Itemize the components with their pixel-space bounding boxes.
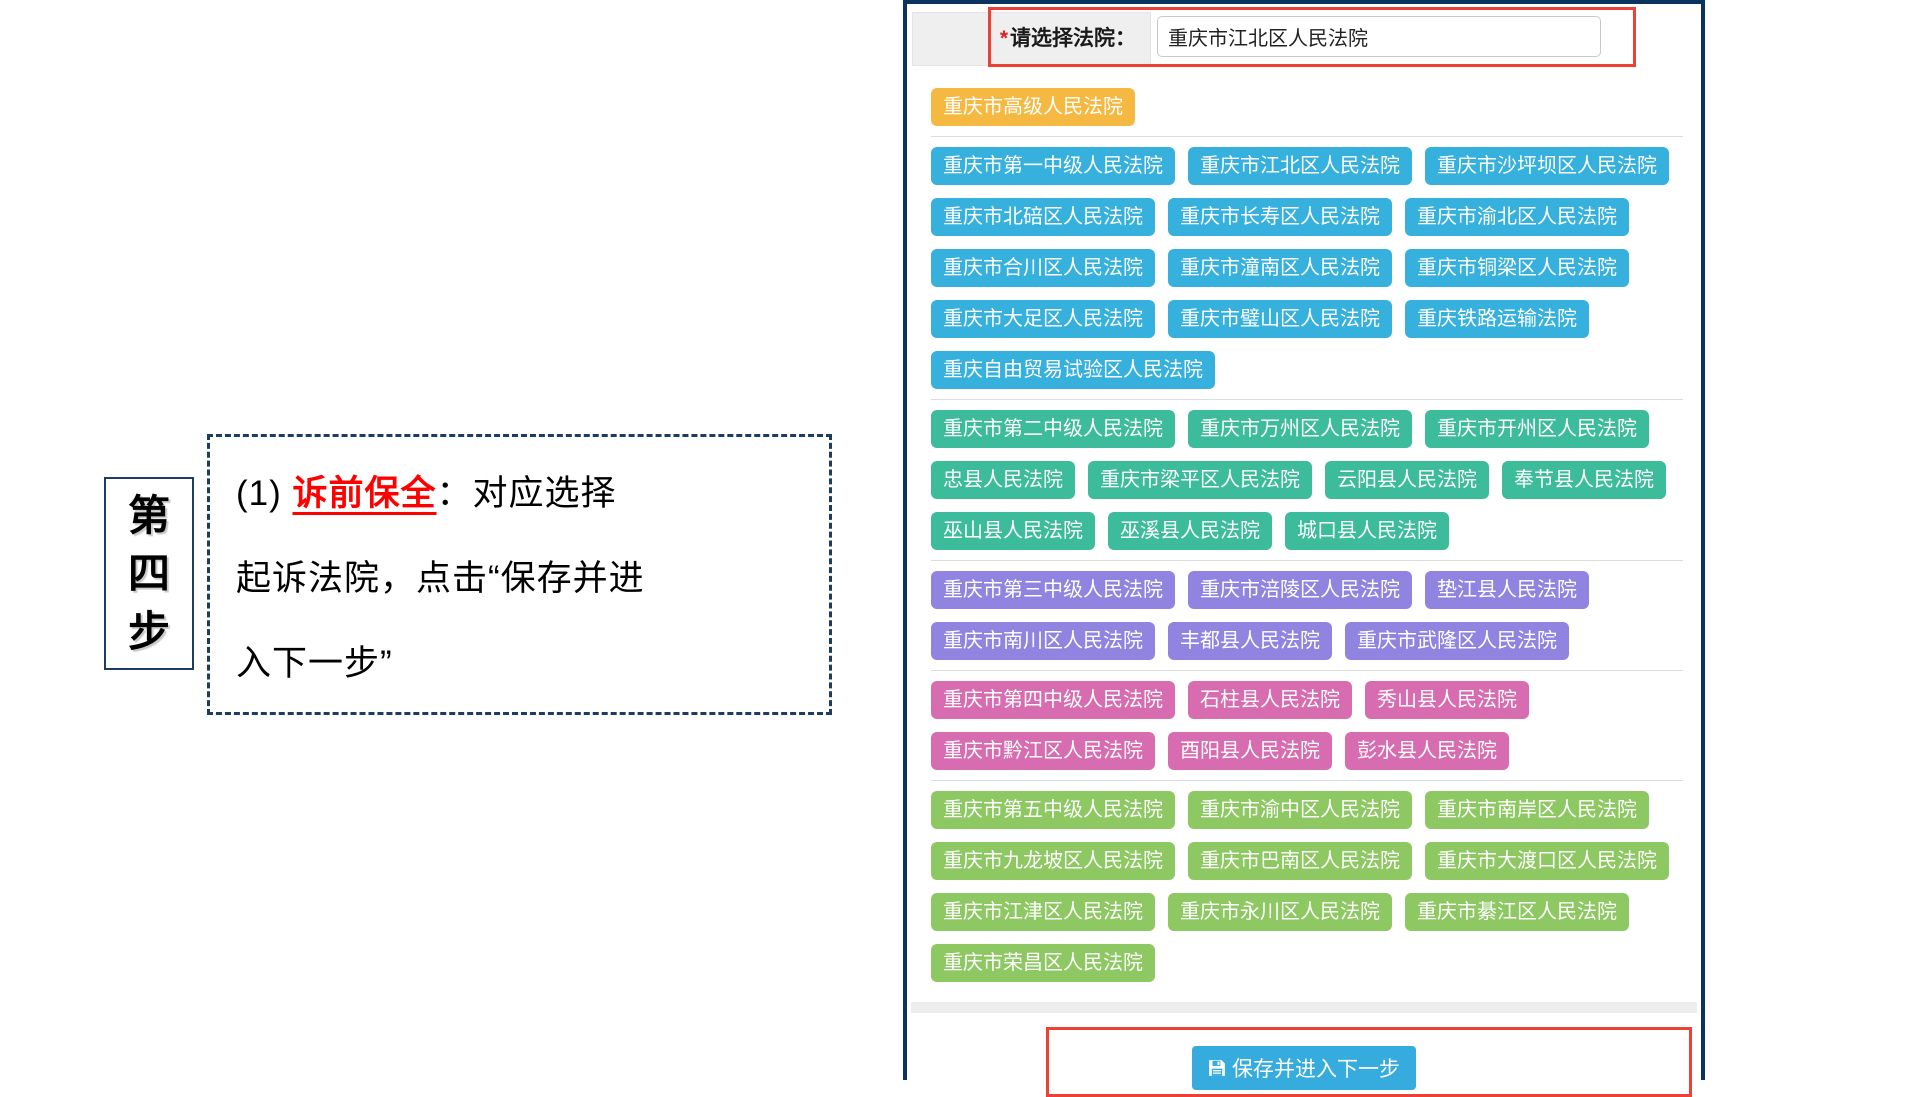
- court-button[interactable]: 重庆市沙坪坝区人民法院: [1425, 147, 1669, 185]
- court-button[interactable]: 重庆市江北区人民法院: [1188, 147, 1412, 185]
- court-row: 重庆市荣昌区人民法院: [931, 944, 1683, 982]
- court-groups: 重庆市高级人民法院重庆市第一中级人民法院重庆市江北区人民法院重庆市沙坪坝区人民法…: [931, 88, 1683, 982]
- court-button[interactable]: 重庆市大足区人民法院: [931, 300, 1155, 338]
- court-row: 重庆市黔江区人民法院酉阳县人民法院彭水县人民法院: [931, 732, 1683, 770]
- court-button[interactable]: 重庆市荣昌区人民法院: [931, 944, 1155, 982]
- court-row: 巫山县人民法院巫溪县人民法院城口县人民法院: [931, 512, 1683, 550]
- instruction-prefix: (1): [236, 474, 293, 513]
- court-row: 重庆市南川区人民法院丰都县人民法院重庆市武隆区人民法院: [931, 622, 1683, 660]
- court-button[interactable]: 重庆市北碚区人民法院: [931, 198, 1155, 236]
- step-char: 四: [127, 549, 170, 597]
- court-row: 重庆市第五中级人民法院重庆市渝中区人民法院重庆市南岸区人民法院: [931, 791, 1683, 829]
- court-button[interactable]: 重庆市铜梁区人民法院: [1405, 249, 1629, 287]
- court-button[interactable]: 重庆市渝中区人民法院: [1188, 791, 1412, 829]
- court-row: 重庆市第一中级人民法院重庆市江北区人民法院重庆市沙坪坝区人民法院: [931, 147, 1683, 185]
- court-selection-panel: *请选择法院： 重庆市高级人民法院重庆市第一中级人民法院重庆市江北区人民法院重庆…: [903, 0, 1705, 1097]
- court-button[interactable]: 重庆市綦江区人民法院: [1405, 893, 1629, 931]
- court-button[interactable]: 垫江县人民法院: [1425, 571, 1589, 609]
- group-divider: [931, 560, 1683, 561]
- court-button[interactable]: 重庆市合川区人民法院: [931, 249, 1155, 287]
- step-char: 步: [127, 607, 170, 655]
- group-divider: [931, 399, 1683, 400]
- court-button[interactable]: 重庆市长寿区人民法院: [1168, 198, 1392, 236]
- court-row: 重庆市第三中级人民法院重庆市涪陵区人民法院垫江县人民法院: [931, 571, 1683, 609]
- court-select-label: *请选择法院：: [912, 12, 1151, 66]
- court-button[interactable]: 重庆市涪陵区人民法院: [1188, 571, 1412, 609]
- court-button[interactable]: 重庆市南岸区人民法院: [1425, 791, 1649, 829]
- court-button[interactable]: 奉节县人民法院: [1502, 461, 1666, 499]
- group-divider: [931, 670, 1683, 671]
- court-row: 重庆市大足区人民法院重庆市璧山区人民法院重庆铁路运输法院: [931, 300, 1683, 338]
- court-button[interactable]: 重庆市九龙坡区人民法院: [931, 842, 1175, 880]
- court-button[interactable]: 彭水县人民法院: [1345, 732, 1509, 770]
- court-button[interactable]: 重庆市第四中级人民法院: [931, 681, 1175, 719]
- instruction-line: 起诉法院，点击“保存并进: [236, 559, 645, 598]
- court-input[interactable]: [1157, 16, 1601, 57]
- court-button[interactable]: 重庆市渝北区人民法院: [1405, 198, 1629, 236]
- court-button[interactable]: 秀山县人民法院: [1365, 681, 1529, 719]
- court-button[interactable]: 重庆市万州区人民法院: [1188, 410, 1412, 448]
- court-select-label-text: 请选择法院：: [1010, 27, 1136, 50]
- court-button[interactable]: 重庆市第三中级人民法院: [931, 571, 1175, 609]
- instruction-line: (1) 诉前保全：对应选择: [236, 451, 803, 536]
- court-button[interactable]: 重庆市永川区人民法院: [1168, 893, 1392, 931]
- court-button[interactable]: 重庆市武隆区人民法院: [1345, 622, 1569, 660]
- court-button[interactable]: 重庆市开州区人民法院: [1425, 410, 1649, 448]
- court-button[interactable]: 丰都县人民法院: [1168, 622, 1332, 660]
- floppy-disk-icon: [1208, 1059, 1226, 1077]
- court-button[interactable]: 巫溪县人民法院: [1108, 512, 1272, 550]
- court-row: 重庆市高级人民法院: [931, 88, 1683, 126]
- group-divider: [931, 780, 1683, 781]
- court-row: 重庆市北碚区人民法院重庆市长寿区人民法院重庆市渝北区人民法院: [931, 198, 1683, 236]
- court-row: 重庆市合川区人民法院重庆市潼南区人民法院重庆市铜梁区人民法院: [931, 249, 1683, 287]
- court-row: 重庆市江津区人民法院重庆市永川区人民法院重庆市綦江区人民法院: [931, 893, 1683, 931]
- court-row: 重庆市第四中级人民法院石柱县人民法院秀山县人民法院: [931, 681, 1683, 719]
- court-button[interactable]: 重庆市大渡口区人民法院: [1425, 842, 1669, 880]
- court-button[interactable]: 重庆自由贸易试验区人民法院: [931, 351, 1215, 389]
- step-indicator: 第 四 步: [104, 477, 194, 670]
- court-button[interactable]: 重庆市第五中级人民法院: [931, 791, 1175, 829]
- court-button[interactable]: 酉阳县人民法院: [1168, 732, 1332, 770]
- court-button[interactable]: 重庆市第二中级人民法院: [931, 410, 1175, 448]
- court-button[interactable]: 重庆市潼南区人民法院: [1168, 249, 1392, 287]
- court-row: 忠县人民法院重庆市梁平区人民法院云阳县人民法院奉节县人民法院: [931, 461, 1683, 499]
- instruction-rest: ：对应选择: [436, 474, 617, 513]
- court-row: 重庆市九龙坡区人民法院重庆市巴南区人民法院重庆市大渡口区人民法院: [931, 842, 1683, 880]
- court-button[interactable]: 重庆市璧山区人民法院: [1168, 300, 1392, 338]
- save-and-next-button[interactable]: 保存并进入下一步: [1192, 1046, 1416, 1090]
- court-button[interactable]: 城口县人民法院: [1285, 512, 1449, 550]
- instruction-box: (1) 诉前保全：对应选择 起诉法院，点击“保存并进 入下一步”: [207, 434, 832, 715]
- court-button[interactable]: 忠县人民法院: [931, 461, 1075, 499]
- step-char: 第: [127, 491, 170, 539]
- court-button[interactable]: 重庆市高级人民法院: [931, 88, 1135, 126]
- court-button[interactable]: 重庆市江津区人民法院: [931, 893, 1155, 931]
- court-button[interactable]: 重庆市巴南区人民法院: [1188, 842, 1412, 880]
- court-row: 重庆自由贸易试验区人民法院: [931, 351, 1683, 389]
- court-button[interactable]: 重庆市梁平区人民法院: [1088, 461, 1312, 499]
- group-divider: [931, 136, 1683, 137]
- court-button[interactable]: 重庆市南川区人民法院: [931, 622, 1155, 660]
- instruction-highlight: 诉前保全: [292, 474, 437, 513]
- required-asterisk: *: [999, 27, 1008, 50]
- court-row: 重庆市第二中级人民法院重庆市万州区人民法院重庆市开州区人民法院: [931, 410, 1683, 448]
- court-button[interactable]: 重庆铁路运输法院: [1405, 300, 1589, 338]
- instruction-line: 入下一步”: [236, 644, 393, 683]
- bottom-separator-bar: [911, 1002, 1697, 1013]
- court-button[interactable]: 云阳县人民法院: [1325, 461, 1489, 499]
- save-button-label: 保存并进入下一步: [1232, 1058, 1400, 1081]
- court-button[interactable]: 重庆市第一中级人民法院: [931, 147, 1175, 185]
- court-button[interactable]: 石柱县人民法院: [1188, 681, 1352, 719]
- court-button[interactable]: 巫山县人民法院: [931, 512, 1095, 550]
- court-button[interactable]: 重庆市黔江区人民法院: [931, 732, 1155, 770]
